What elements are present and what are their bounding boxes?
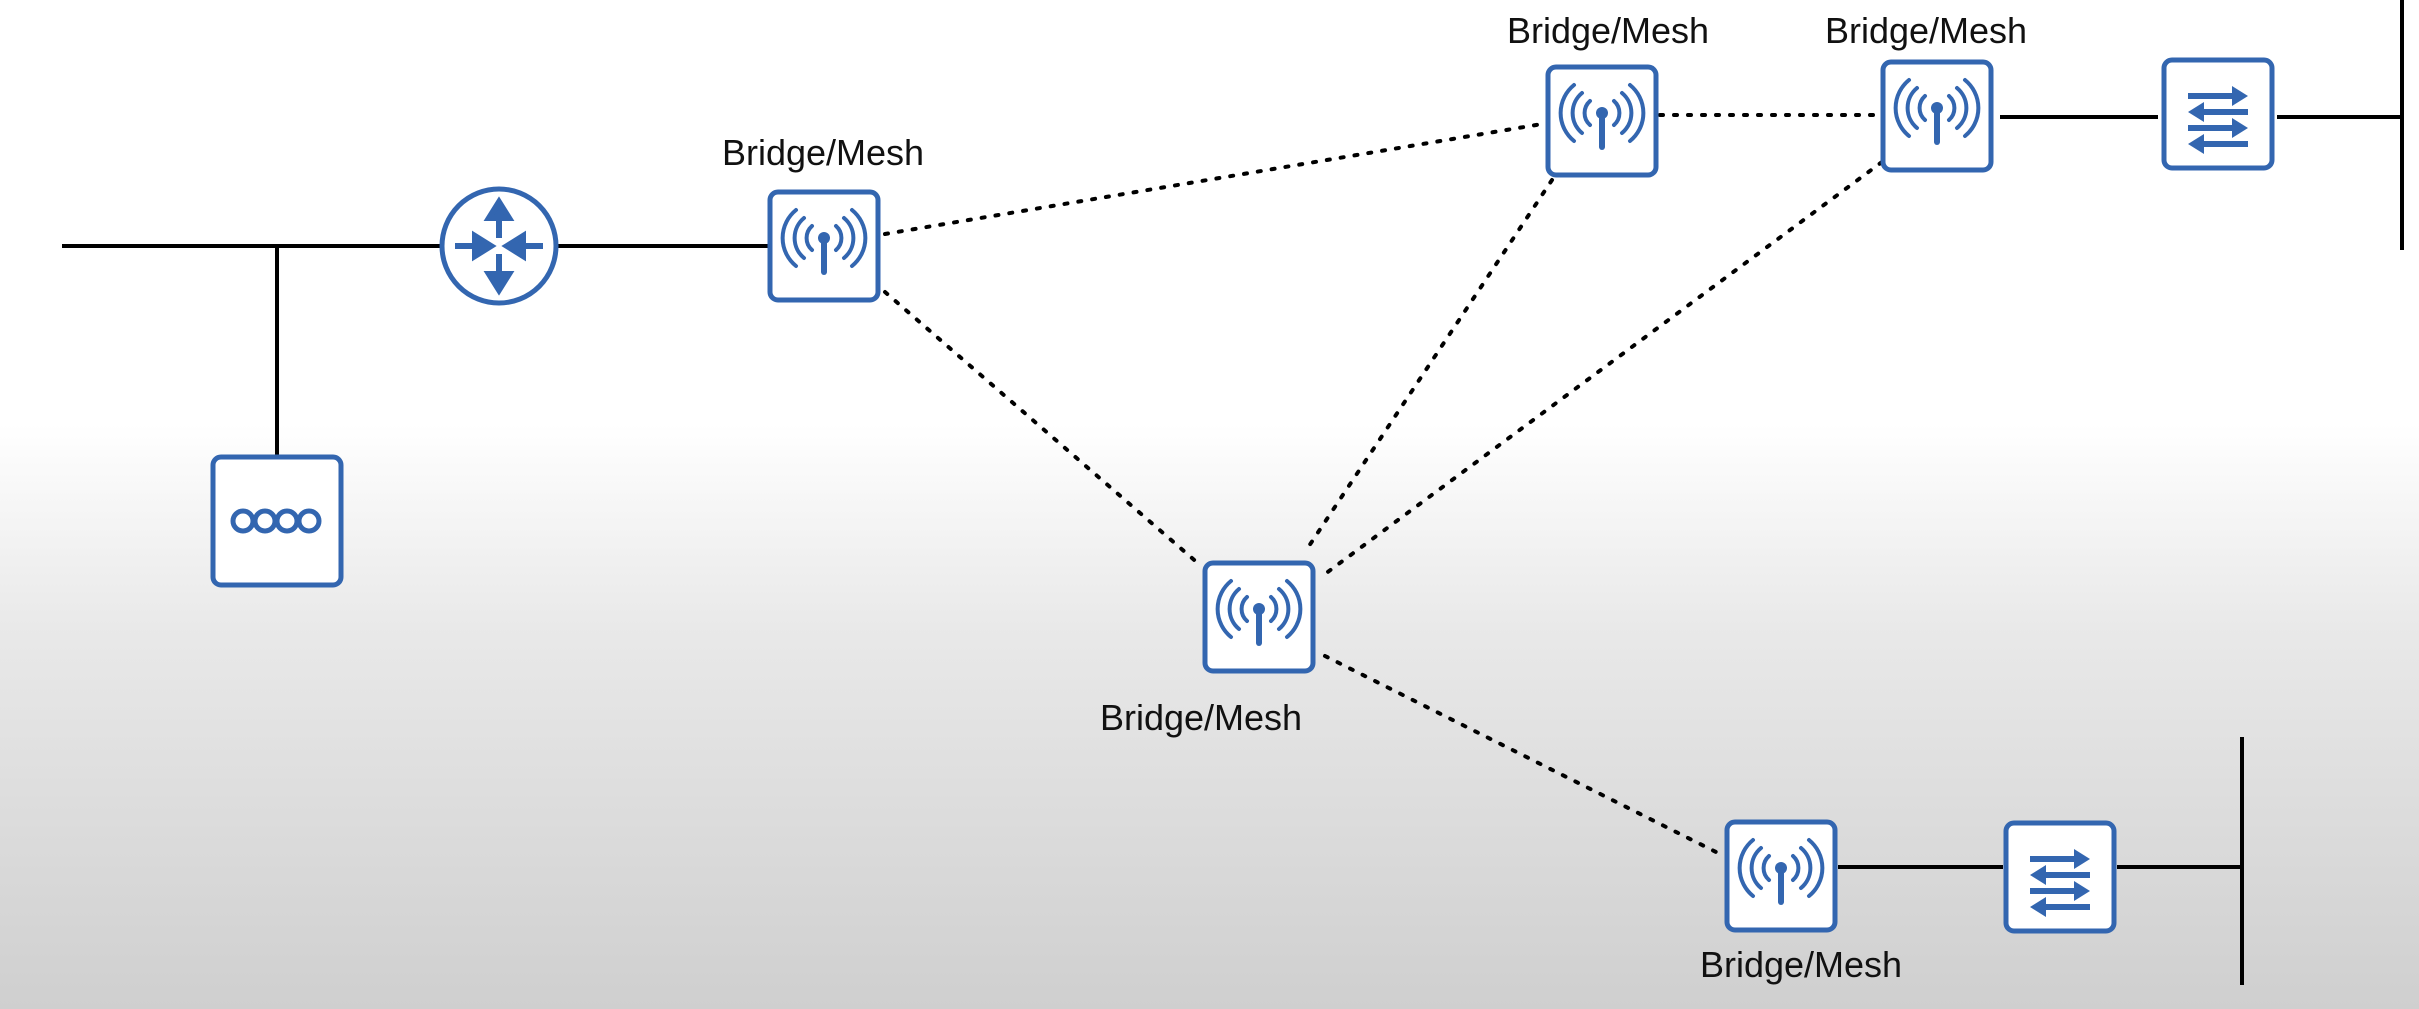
mesh-ap-top-mid[interactable] <box>1548 67 1656 175</box>
wireless-antenna-icon <box>770 192 878 300</box>
label-mesh-top-right: Bridge/Mesh <box>1824 10 2028 51</box>
mesh-ap-top-right[interactable] <box>1883 62 1991 170</box>
wl-topright-to-center <box>1323 160 1884 576</box>
wired-links <box>62 0 2404 985</box>
mesh-ap-center[interactable] <box>1205 563 1313 671</box>
wl-left-to-top-mid <box>883 122 1544 236</box>
wl-left-to-center <box>883 290 1202 567</box>
hub-icon <box>230 508 322 534</box>
switch-top[interactable] <box>2164 60 2272 168</box>
switch-arrows-icon <box>2164 60 2272 168</box>
wireless-antenna-icon <box>1548 67 1656 175</box>
router[interactable] <box>439 186 559 306</box>
wl-topmid-to-center <box>1303 178 1554 554</box>
label-mesh-center: Bridge/Mesh <box>1099 697 1303 738</box>
label-mesh-top-left: Bridge/Mesh <box>721 132 925 173</box>
wl-center-to-bottom <box>1323 654 1720 855</box>
router-icon <box>439 186 559 306</box>
wireless-antenna-icon <box>1205 563 1313 671</box>
mesh-ap-bottom[interactable] <box>1727 822 1835 930</box>
mesh-ap-top-left[interactable] <box>770 192 878 300</box>
wireless-links <box>883 113 1884 855</box>
wireless-antenna-icon <box>1883 62 1991 170</box>
switch-bottom[interactable] <box>2006 823 2114 931</box>
wireless-antenna-icon <box>1727 822 1835 930</box>
label-mesh-top-mid: Bridge/Mesh <box>1506 10 1710 51</box>
label-mesh-bottom: Bridge/Mesh <box>1699 944 1903 985</box>
hub[interactable] <box>210 454 344 588</box>
switch-arrows-icon <box>2006 823 2114 931</box>
